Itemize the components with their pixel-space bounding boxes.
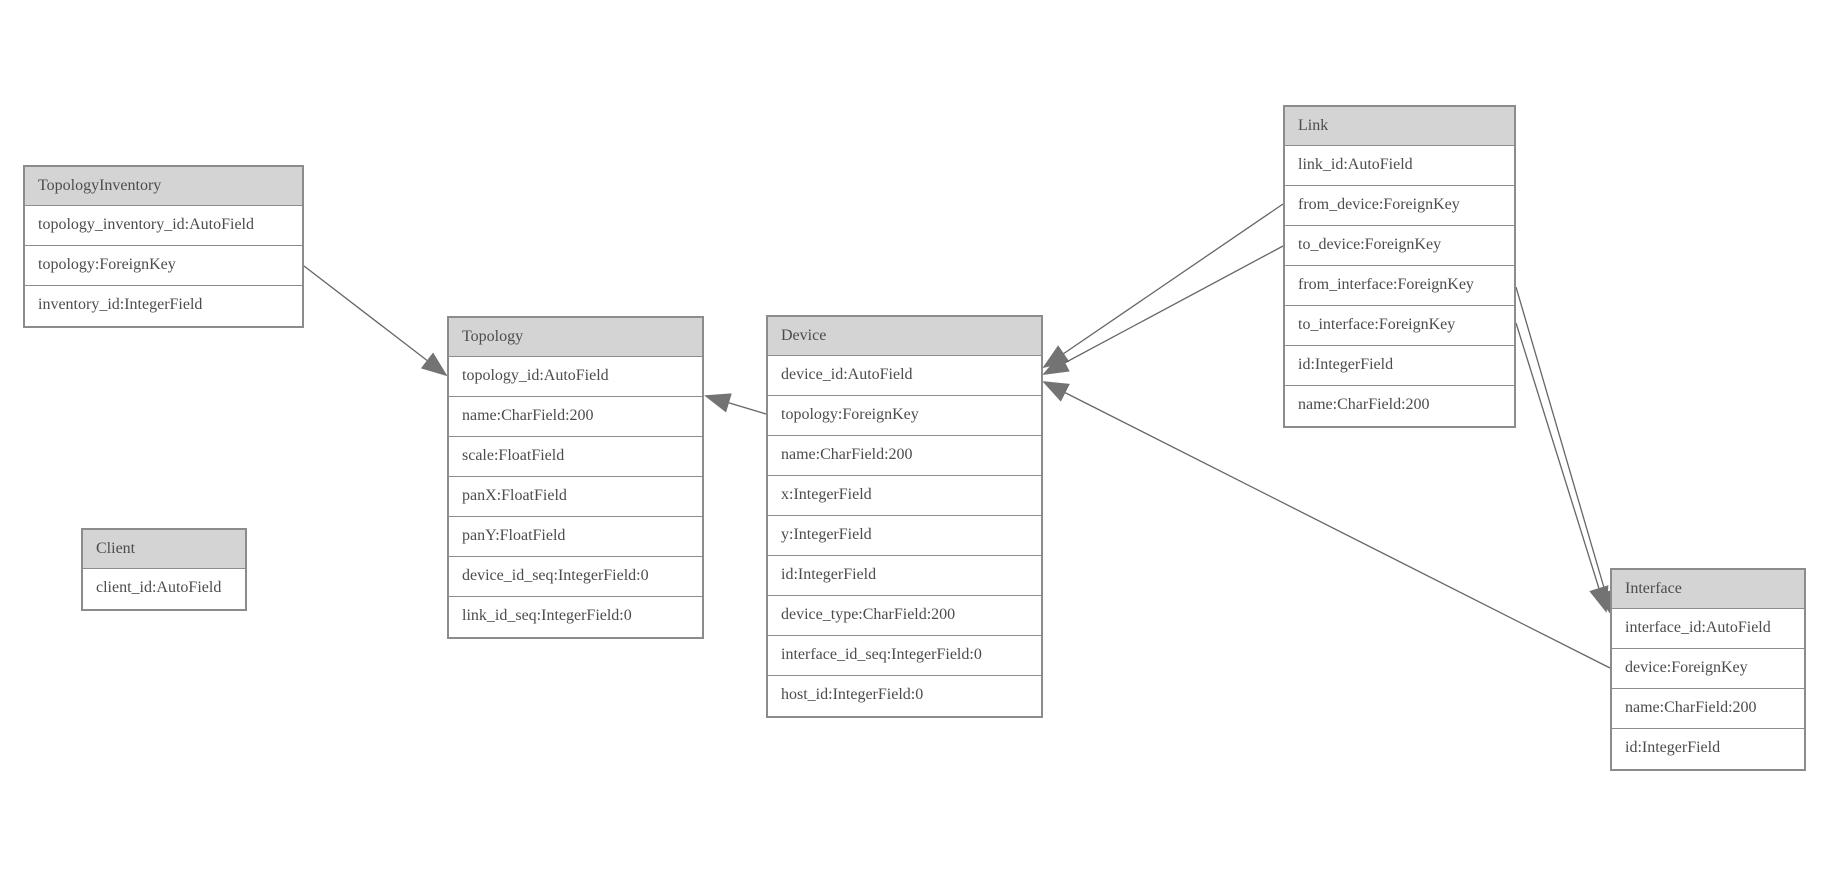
table-field-row: y:IntegerField <box>768 516 1041 556</box>
table-field-row: device_type:CharField:200 <box>768 596 1041 636</box>
table-field-row: id:IntegerField <box>1285 346 1514 386</box>
table-field-row: device:ForeignKey <box>1612 649 1804 689</box>
table-field-row: panY:FloatField <box>449 517 702 557</box>
table-field-row: link_id:AutoField <box>1285 146 1514 186</box>
table-field-row: host_id:IntegerField:0 <box>768 676 1041 716</box>
table-field-row: name:CharField:200 <box>768 436 1041 476</box>
table-field-row: name:CharField:200 <box>1612 689 1804 729</box>
table-field-row: name:CharField:200 <box>1285 386 1514 426</box>
table-field-row: device_id_seq:IntegerField:0 <box>449 557 702 597</box>
fk-arrow-link-from_interface <box>1515 286 1615 617</box>
table-title-topology: Topology <box>449 318 702 357</box>
fk-arrow-link-to_interface <box>1515 322 1609 613</box>
table-field-row: scale:FloatField <box>449 437 702 477</box>
table-field-row: inventory_id:IntegerField <box>25 286 302 326</box>
table-field-row: x:IntegerField <box>768 476 1041 516</box>
table-field-row: topology_inventory_id:AutoField <box>25 206 302 246</box>
table-title-topologyinventory: TopologyInventory <box>25 167 302 206</box>
table-field-row: from_device:ForeignKey <box>1285 186 1514 226</box>
table-title-client: Client <box>83 530 245 569</box>
table-field-row: topology:ForeignKey <box>768 396 1041 436</box>
table-field-row: topology:ForeignKey <box>25 246 302 286</box>
table-field-row: topology_id:AutoField <box>449 357 702 397</box>
table-field-row: interface_id_seq:IntegerField:0 <box>768 636 1041 676</box>
table-field-row: to_interface:ForeignKey <box>1285 306 1514 346</box>
table-field-row: interface_id:AutoField <box>1612 609 1804 649</box>
table-field-row: panX:FloatField <box>449 477 702 517</box>
table-field-row: id:IntegerField <box>768 556 1041 596</box>
table-field-row: client_id:AutoField <box>83 569 245 609</box>
table-title-interface: Interface <box>1612 570 1804 609</box>
fk-arrow-topologyinventory-topology <box>303 265 448 377</box>
fk-arrow-link-to_device <box>1042 245 1284 375</box>
table-title-link: Link <box>1285 107 1514 146</box>
table-field-row: from_interface:ForeignKey <box>1285 266 1514 306</box>
table-field-row: link_id_seq:IntegerField:0 <box>449 597 702 637</box>
table-field-row: device_id:AutoField <box>768 356 1041 396</box>
table-title-device: Device <box>768 317 1041 356</box>
fk-arrow-link-from_device <box>1042 203 1284 369</box>
fk-arrow-device-topology <box>704 393 767 415</box>
table-field-row: name:CharField:200 <box>449 397 702 437</box>
table-field-row: id:IntegerField <box>1612 729 1804 769</box>
table-field-row: to_device:ForeignKey <box>1285 226 1514 266</box>
